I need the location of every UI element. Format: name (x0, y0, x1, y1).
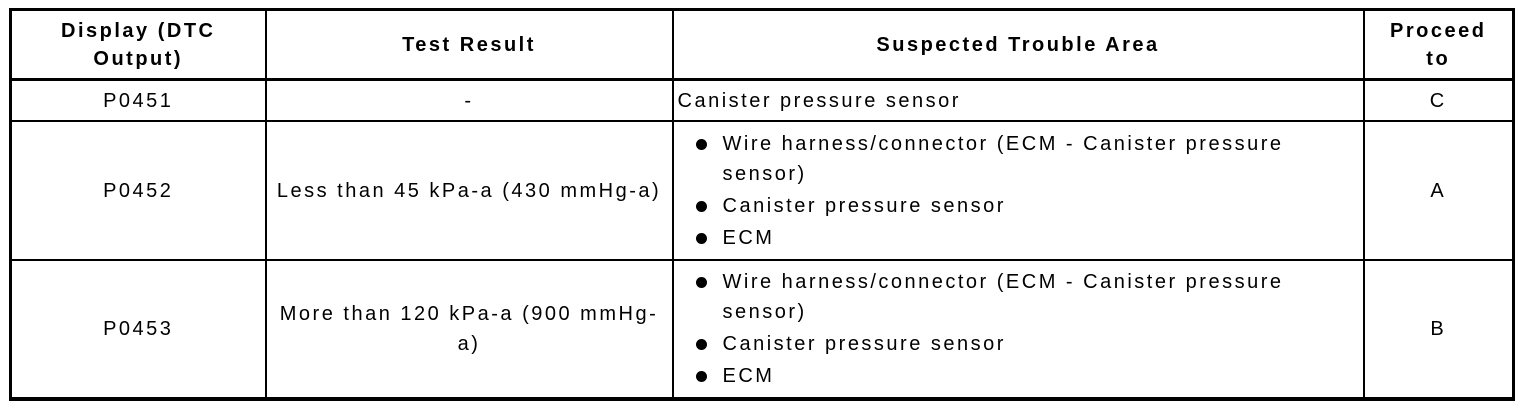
column-header-proceed-to: Proceed to (1362, 8, 1515, 81)
list-item: ECM (695, 361, 1355, 391)
dtc-cell: P0451 (9, 78, 267, 122)
list-item: Canister pressure sensor (695, 191, 1355, 221)
column-header-suspected-trouble-area: Suspected Trouble Area (671, 8, 1365, 81)
proceed-to-cell: A (1362, 120, 1515, 261)
proceed-to-cell: C (1362, 78, 1515, 122)
bullet-icon (695, 200, 707, 212)
trouble-area-cell: Wire harness/connector (ECM - Canister p… (671, 120, 1365, 261)
table-row-p0453: P0453 More than 120 kPa-a (900 mmHg-a) W… (9, 259, 1515, 400)
trouble-area-text: ECM (722, 365, 775, 387)
trouble-area-text: Wire harness/connector (ECM - Canister p… (722, 271, 1284, 323)
trouble-area-list: Wire harness/connector (ECM - Canister p… (675, 123, 1362, 258)
trouble-area-text: Canister pressure sensor (677, 89, 961, 112)
trouble-area-list: Wire harness/connector (ECM - Canister p… (675, 262, 1362, 397)
list-item: Canister pressure sensor (695, 329, 1355, 359)
trouble-area-text: Wire harness/connector (ECM - Canister p… (722, 132, 1284, 185)
test-result-cell: More than 120 kPa-a (900 mmHg-a) (264, 259, 674, 400)
list-item: Wire harness/connector (ECM - Canister p… (695, 267, 1355, 327)
trouble-area-text: Canister pressure sensor (722, 333, 1006, 355)
test-result-cell: Less than 45 kPa-a (430 mmHg-a) (264, 120, 674, 261)
test-result-cell: - (264, 78, 674, 122)
bullet-icon (695, 371, 707, 382)
table-row-p0451: P0451 - Canister pressure sensor C (9, 78, 1515, 122)
dtc-cell: P0453 (9, 259, 267, 400)
trouble-area-text: ECM (722, 226, 775, 249)
trouble-area-cell: Canister pressure sensor (671, 78, 1365, 122)
trouble-area-cell: Wire harness/connector (ECM - Canister p… (671, 259, 1365, 400)
dtc-table: Display (DTC Output) Test Result Suspect… (9, 8, 1515, 401)
proceed-to-cell: B (1362, 259, 1515, 400)
dtc-cell: P0452 (9, 120, 267, 261)
list-item: ECM (695, 223, 1355, 253)
column-header-test-result: Test Result (264, 8, 674, 81)
bullet-icon (695, 232, 707, 244)
table-row-p0452: P0452 Less than 45 kPa-a (430 mmHg-a) Wi… (9, 120, 1515, 261)
bullet-icon (695, 138, 707, 150)
column-header-display-dtc: Display (DTC Output) (9, 8, 267, 81)
list-item: Wire harness/connector (ECM - Canister p… (695, 129, 1355, 189)
bullet-icon (695, 339, 707, 350)
header-row: Display (DTC Output) Test Result Suspect… (9, 8, 1515, 81)
bullet-icon (695, 277, 707, 288)
trouble-area-text: Canister pressure sensor (722, 194, 1006, 217)
